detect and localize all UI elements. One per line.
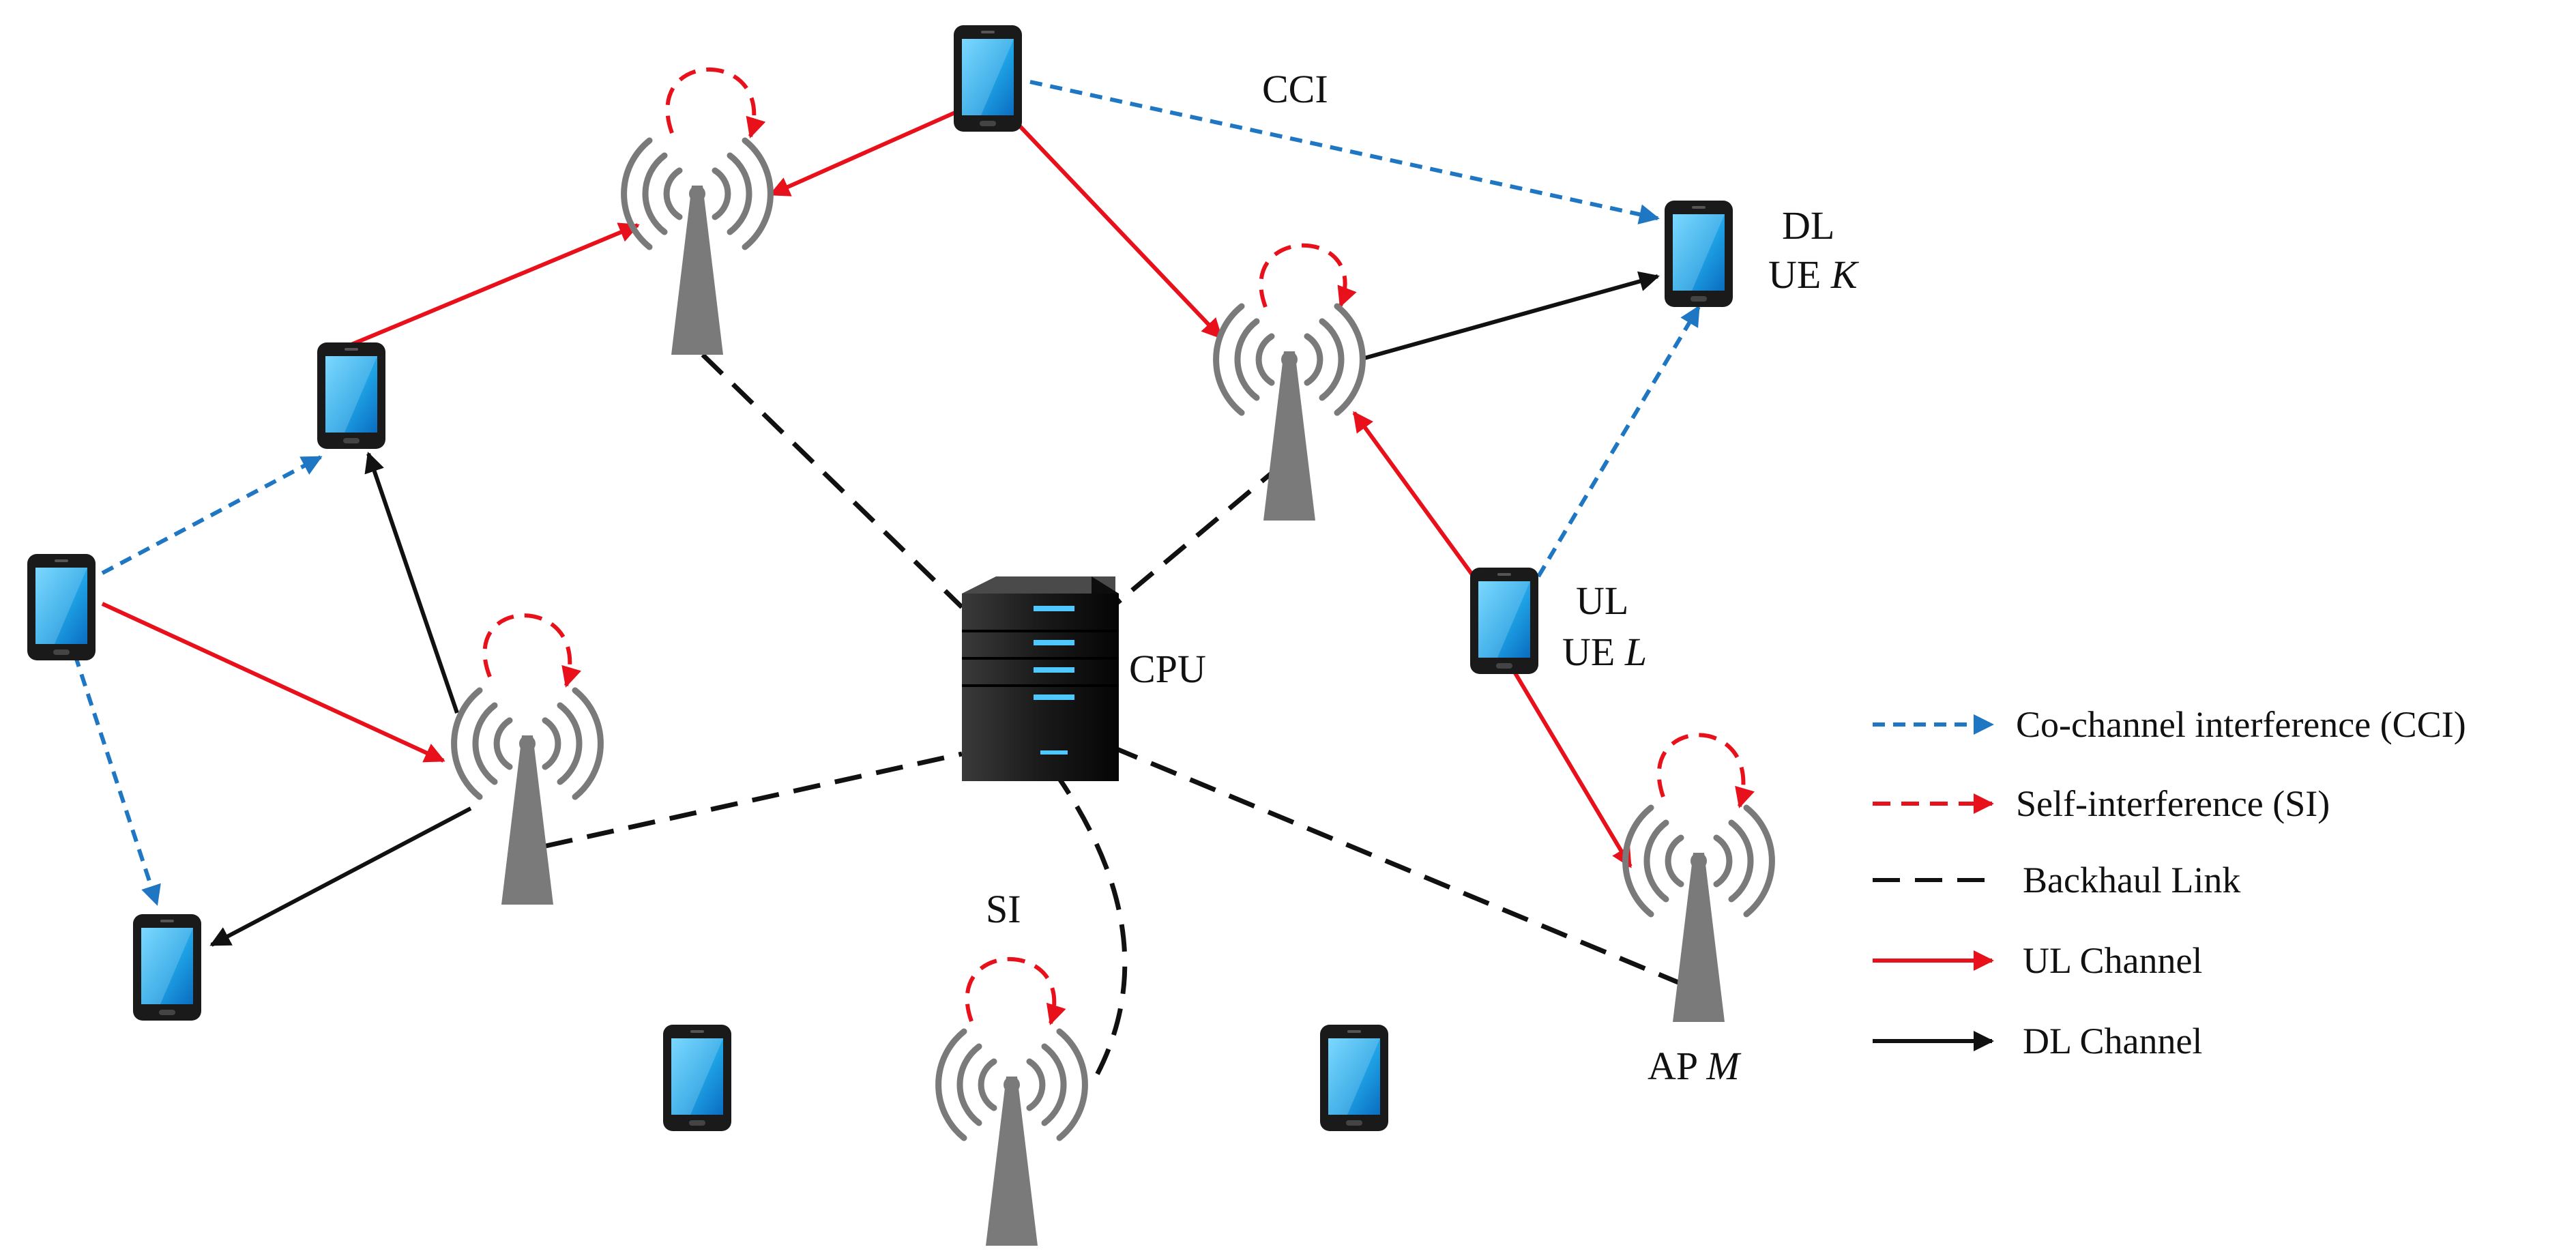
si-loop-arrow — [665, 67, 766, 138]
access-point-icon — [1626, 808, 1772, 1022]
si-loop-arrow — [965, 956, 1066, 1025]
dl-channel-arrow — [1364, 271, 1660, 360]
ul-channel-arrow — [769, 111, 956, 196]
ul-channel-arrow — [1018, 124, 1223, 340]
phone-icon — [317, 342, 385, 449]
si-loop-arrow — [1656, 733, 1755, 808]
ul-channel-arrow — [1352, 411, 1476, 578]
cci-arrow — [73, 654, 161, 906]
ul-channel-arrow — [350, 222, 640, 347]
cci-links — [73, 80, 1701, 906]
dl-channels — [209, 271, 1660, 947]
legend-item-si: Self-interference (SI) — [1873, 783, 2330, 824]
ul-channels — [101, 111, 1633, 868]
dl-channel-arrow — [209, 806, 472, 947]
phone-icon — [133, 914, 201, 1021]
phone-icon — [954, 25, 1022, 132]
cpu-server-icon — [962, 576, 1119, 781]
backhaul-link — [1052, 769, 1128, 1086]
cpu-label: CPU — [1129, 647, 1206, 691]
cci-arrow — [1029, 80, 1660, 224]
si-loop-arrow — [482, 613, 582, 688]
user-equipments — [27, 25, 1733, 1131]
backhaul-link — [1110, 462, 1285, 609]
ue-k-label: UE K — [1768, 252, 1860, 297]
backhaul-link — [701, 353, 964, 609]
legend-item-backhaul: Backhaul Link — [1873, 860, 2240, 901]
ap-m-label: AP M — [1648, 1044, 1742, 1088]
access-point-icon — [939, 1032, 1085, 1246]
backhaul-link — [1111, 744, 1680, 985]
dl-label: DL — [1782, 203, 1834, 248]
si-loops — [482, 67, 1755, 1025]
legend-label: DL Channel — [2023, 1021, 2202, 1062]
legend-label: UL Channel — [2023, 940, 2202, 981]
ul-channel-arrow — [101, 602, 445, 763]
legend-item-ul: UL Channel — [1873, 940, 2202, 981]
phone-icon — [1320, 1025, 1388, 1131]
cci-arrow — [101, 455, 323, 575]
legend: Co-channel interference (CCI) Self-inter… — [1873, 704, 2466, 1062]
si-label: SI — [986, 887, 1021, 931]
phone-icon — [1470, 568, 1538, 674]
phone-icon — [1665, 201, 1733, 307]
si-loop-arrow — [1259, 243, 1357, 308]
ul-label: UL — [1576, 579, 1628, 623]
cci-arrow — [1536, 305, 1701, 578]
access-point-icon — [624, 141, 771, 355]
legend-label: Backhaul Link — [2023, 860, 2240, 901]
legend-item-cci: Co-channel interference (CCI) — [1873, 704, 2466, 745]
backhaul-links — [545, 353, 1680, 1086]
access-point-icon — [1216, 306, 1363, 521]
legend-label: Self-interference (SI) — [2016, 783, 2330, 824]
ue-l-label: UE L — [1562, 630, 1647, 674]
backhaul-link — [545, 751, 963, 849]
legend-label: Co-channel interference (CCI) — [2016, 704, 2466, 745]
legend-item-dl: DL Channel — [1873, 1021, 2202, 1062]
cci-label: CCI — [1262, 67, 1328, 111]
phone-icon — [663, 1025, 731, 1131]
phone-icon — [27, 554, 96, 660]
ul-channel-arrow — [1512, 671, 1633, 868]
dl-channel-arrow — [364, 452, 459, 714]
access-point-icon — [454, 690, 601, 905]
